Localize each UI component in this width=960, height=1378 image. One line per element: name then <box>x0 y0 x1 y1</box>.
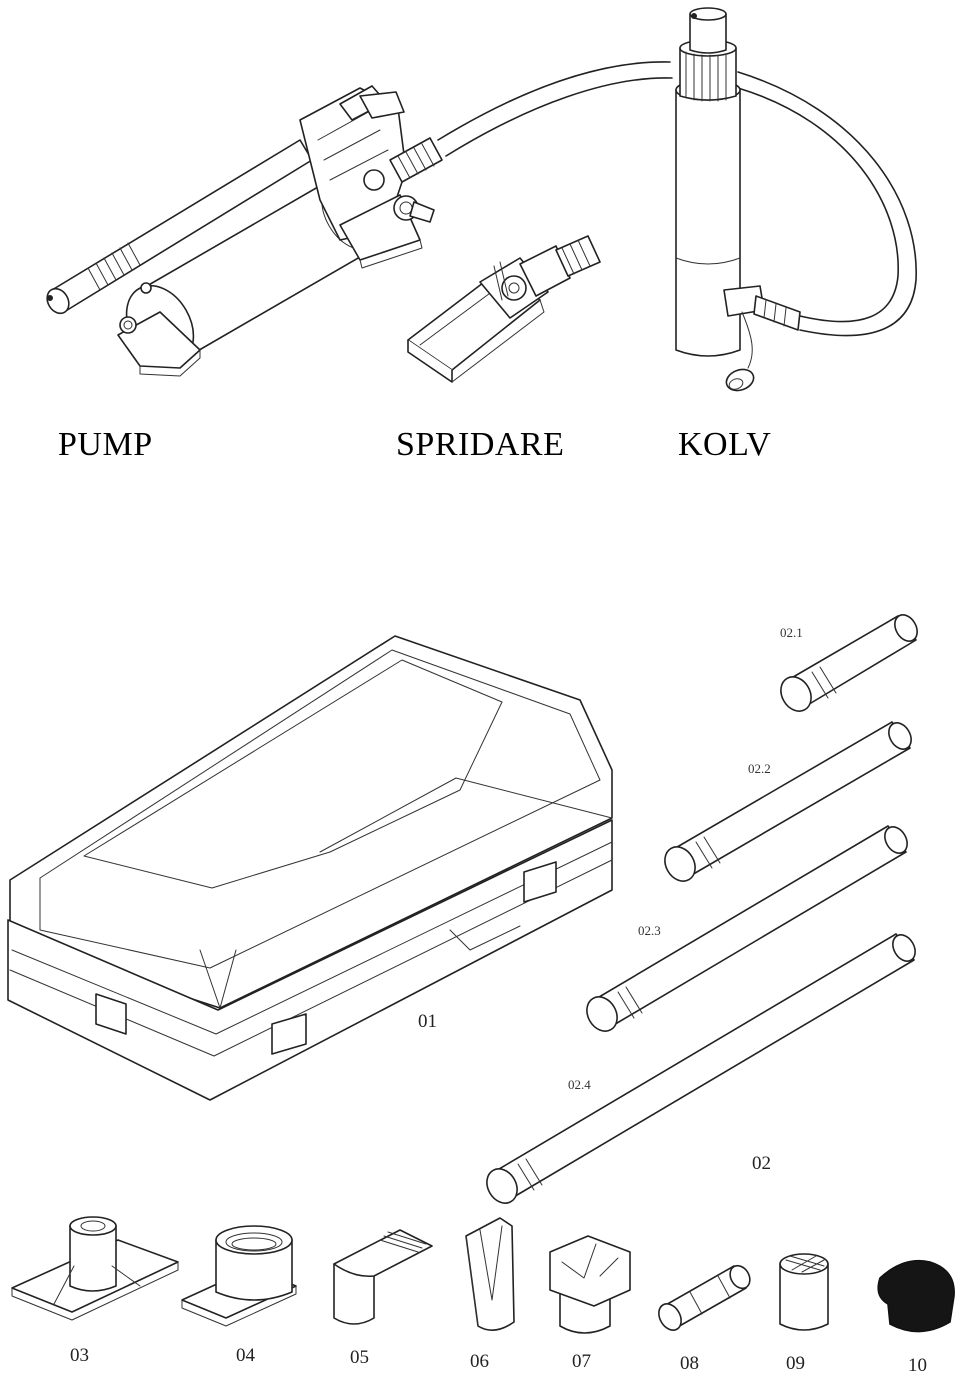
part-label-02-1: 02.1 <box>780 625 803 640</box>
spreader-label: SPRIDARE <box>396 426 565 463</box>
part-label-10: 10 <box>908 1355 927 1376</box>
part-label-02-2: 02.2 <box>748 761 771 776</box>
part-label-01: 01 <box>418 1011 437 1032</box>
piston-drawing <box>675 7 801 392</box>
spreader-drawing <box>407 235 601 383</box>
part-label-03: 03 <box>70 1345 89 1366</box>
part-label-06: 06 <box>470 1351 489 1372</box>
part-label-09: 09 <box>786 1353 805 1374</box>
part-label-07: 07 <box>572 1351 591 1372</box>
pump-label: PUMP <box>58 426 153 463</box>
rods-drawing <box>486 614 918 1204</box>
part-label-02-4: 02.4 <box>568 1077 591 1092</box>
part-label-02-3: 02.3 <box>638 923 661 938</box>
case-drawing <box>7 635 613 1101</box>
part-label-02: 02 <box>752 1153 771 1174</box>
part-label-05: 05 <box>350 1347 369 1368</box>
hose-drawing <box>437 61 917 337</box>
part-label-08: 08 <box>680 1353 699 1374</box>
attachments-drawing <box>11 1216 955 1334</box>
pump-drawing <box>46 85 443 377</box>
piston-label: KOLV <box>678 426 772 463</box>
part-label-04: 04 <box>236 1345 255 1366</box>
